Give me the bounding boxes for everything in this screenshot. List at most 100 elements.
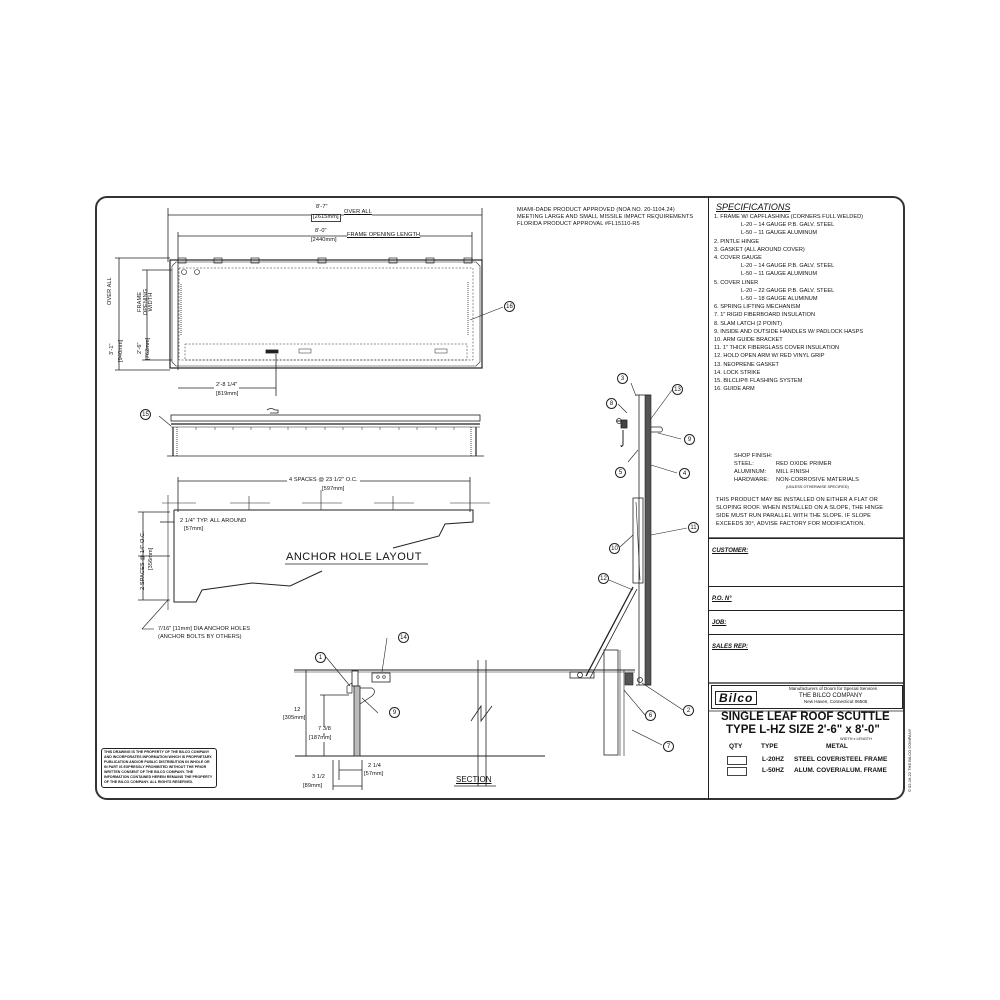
spec-line: 9. INSIDE AND OUTSIDE HANDLES W/ PADLOCK… xyxy=(714,328,864,335)
callout-6: 6 xyxy=(645,710,656,721)
callout-15: 15 xyxy=(140,409,151,420)
section-title: SECTION xyxy=(456,775,492,784)
section-curb-mm: [187mm] xyxy=(309,735,332,742)
overall-width-dim: 3'-1" xyxy=(109,343,115,355)
section-curb-dim: 7 3/8 xyxy=(318,726,331,733)
section-height-dim: 12 xyxy=(294,707,301,713)
spec-line: 14. LOCK STRIKE xyxy=(714,369,761,376)
revision-side-note: © 02-16-22 THE BILCO COMPANY xyxy=(907,728,912,792)
callout-3: 3 xyxy=(617,373,628,384)
shop-finish-hardware-label: HARDWARE: xyxy=(734,477,769,483)
spec-line: 10. ARM GUIDE BRACKET xyxy=(714,337,783,344)
callout-9-outside: 9 xyxy=(684,434,695,445)
drawing-sheet-border xyxy=(95,196,905,800)
size-subtitle: WIDTH x LENGTH xyxy=(840,737,872,741)
spec-line: 5. COVER LINER xyxy=(714,279,759,286)
callout-2: 2 xyxy=(683,705,694,716)
handle-offset-mm: [819mm] xyxy=(216,391,239,397)
install-note-line-2: SLOPING ROOF. WHEN INSTALLED ON A SLOPE,… xyxy=(716,505,884,511)
col-metal: METAL xyxy=(826,743,848,750)
job-field[interactable]: JOB: xyxy=(709,610,904,634)
shop-finish-label: SHOP FINISH: xyxy=(734,453,773,459)
anchor-long-spacing: 4 SPACES @ 23 1/2" O.C. xyxy=(287,477,360,484)
anchor-bolt-note: (ANCHOR BOLTS BY OTHERS) xyxy=(158,634,242,640)
handle-offset-dim: 2'-8 1/4" xyxy=(214,382,240,389)
approval-note-line-3: FLORIDA PRODUCT APPROVAL #FL15110-R5 xyxy=(517,221,640,227)
overall-length-mm: [2615mm] xyxy=(311,214,341,222)
spec-line: 13. NEOPRENE GASKET xyxy=(714,361,779,368)
qty-input-l20hz[interactable] xyxy=(727,756,747,765)
spec-line: L-50 – 18 GAUGE ALUMINUM xyxy=(741,296,818,303)
overall-width-label: OVER ALL xyxy=(107,277,113,305)
company-address: New Haven, Connecticut 06505 xyxy=(804,699,868,704)
opening-width-label: FRAME OPENING WIDTH xyxy=(137,288,155,316)
anchor-edge-distance-mm: [57mm] xyxy=(184,526,204,532)
opening-width-mm: [762mm] xyxy=(145,337,151,360)
callout-14: 14 xyxy=(398,632,409,643)
spec-line: L-20 – 22 GAUGE P.B. GALV. STEEL xyxy=(741,287,835,294)
approval-note-line-2: MEETING LARGE AND SMALL MISSILE IMPACT R… xyxy=(517,214,694,220)
specifications-title: SPECIFICATIONS xyxy=(716,202,791,212)
col-type: TYPE xyxy=(761,743,778,750)
spec-line: 2. PINTLE HINGE xyxy=(714,238,760,245)
job-label: JOB: xyxy=(712,620,727,626)
shop-finish-aluminum-label: ALUMINUM: xyxy=(734,469,767,475)
type-l20hz: L-20HZ xyxy=(762,756,785,763)
approval-note-line-1: MIAMI-DADE PRODUCT APPROVED (NOA NO. 20-… xyxy=(517,207,675,213)
po-field[interactable]: P.O. N° xyxy=(709,586,904,610)
install-note-line-3: SIDE MUST RUN PARALLEL WITH THE SLOPE. I… xyxy=(716,513,871,519)
customer-label: CUSTOMER: xyxy=(712,548,749,554)
overall-length-dim: 8'-7" xyxy=(316,204,328,210)
sales-rep-label: SALES REP: xyxy=(712,644,749,650)
spec-line: 7. 1" RIGID FIBERBOARD INSULATION xyxy=(714,312,816,319)
drawing-title-line-1: SINGLE LEAF ROOF SCUTTLE xyxy=(721,711,890,723)
callout-7: 7 xyxy=(663,741,674,752)
section-flange-dim: 2 1/4 xyxy=(368,763,381,769)
anchor-hole-layout-title: ANCHOR HOLE LAYOUT xyxy=(286,551,422,563)
shop-finish-steel-label: STEEL: xyxy=(734,461,754,467)
section-height-mm: [305mm] xyxy=(283,715,306,722)
company-tagline: Manufacturers of Doors for Special Servi… xyxy=(789,686,878,691)
proprietary-notice: THIS DRAWING IS THE PROPERTY OF THE BILC… xyxy=(101,748,217,788)
type-l50hz: L-50HZ xyxy=(762,767,785,774)
section-overall-flange-mm: [89mm] xyxy=(303,783,323,789)
spec-line: L-50 – 11 GAUGE ALUMINUM xyxy=(741,271,818,278)
shop-finish-hardware-note: (UNLESS OTHERWISE SPECIFIED) xyxy=(786,485,849,489)
po-label: P.O. N° xyxy=(712,596,732,602)
shop-finish-steel-value: RED OXIDE PRIMER xyxy=(776,461,832,467)
anchor-hole-note: 7/16" [11mm] DIA ANCHOR HOLES xyxy=(158,626,251,632)
overall-width-mm: [940mm] xyxy=(118,339,124,362)
col-qty: QTY xyxy=(729,743,743,750)
qty-input-l50hz[interactable] xyxy=(727,767,747,776)
opening-width-dim: 2'-6" xyxy=(137,342,143,354)
callout-13: 13 xyxy=(672,384,683,395)
opening-length-mm: [2440mm] xyxy=(311,237,337,244)
anchor-short-spacing-mm: [356mm] xyxy=(148,547,154,570)
section-overall-flange-dim: 3 1/2 xyxy=(312,774,325,780)
panel-divider xyxy=(708,197,709,799)
spec-line: 11. 1" THICK FIBERGLASS COVER INSULATION xyxy=(714,345,840,352)
spec-line: L-20 – 14 GAUGE P.B. GALV. STEEL xyxy=(741,222,835,229)
callout-9-inside: 9 xyxy=(389,707,400,718)
anchor-long-spacing-mm: [597mm] xyxy=(322,486,345,492)
bilco-logo: Bilco xyxy=(715,691,758,705)
sales-rep-field[interactable]: SALES REP: xyxy=(709,634,904,682)
shop-finish-hardware-value: NON-CORROSIVE MATERIALS xyxy=(776,477,860,483)
opening-length-label: FRAME OPENING LENGTH xyxy=(347,232,421,239)
spec-line: 3. GASKET (ALL AROUND COVER) xyxy=(714,246,805,253)
metal-l20hz: STEEL COVER/STEEL FRAME xyxy=(794,756,888,763)
spec-line: 12. HOLD OPEN ARM W/ RED VINYL GRIP xyxy=(714,353,825,360)
callout-5: 5 xyxy=(615,467,626,478)
logo-box: Bilco Manufacturers of Doors for Special… xyxy=(711,685,903,709)
specifications-list: 1. FRAME W/ CAPFLASHING (CORNERS FULL WE… xyxy=(714,213,904,393)
anchor-edge-distance: 2 1/4" TYP. ALL AROUND xyxy=(180,518,247,524)
install-note-line-4: EXCEEDS 30°, ADVISE FACTORY FOR MODIFICA… xyxy=(716,521,865,527)
callout-10: 10 xyxy=(609,543,620,554)
section-flange-mm: [57mm] xyxy=(364,771,384,777)
company-name: THE BILCO COMPANY xyxy=(799,693,863,699)
callout-16: 16 xyxy=(504,301,515,312)
opening-length-dim: 8'-0" xyxy=(315,228,327,234)
customer-field[interactable]: CUSTOMER: xyxy=(709,538,904,585)
spec-line: 4. COVER GAUGE xyxy=(714,255,762,262)
